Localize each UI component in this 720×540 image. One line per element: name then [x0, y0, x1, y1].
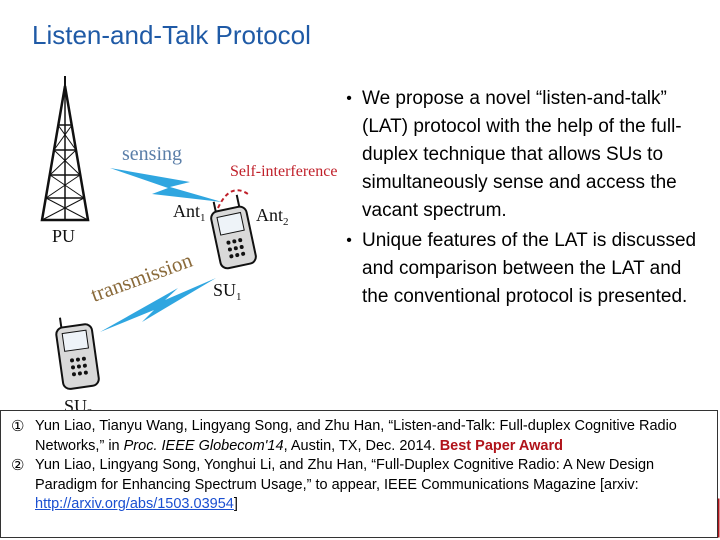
- reference-number: ②: [11, 457, 25, 474]
- sensing-label: sensing: [122, 143, 182, 165]
- bullet-marker: •: [346, 90, 352, 107]
- bullet-item: • We propose a novel “listen-and-talk” (…: [336, 85, 706, 225]
- slide-title: Listen-and-Talk Protocol: [32, 20, 311, 50]
- lat-diagram: sensing Self-interference Ant1 Ant2 PU t…: [40, 76, 337, 415]
- arxiv-link[interactable]: http://arxiv.org/abs/1503.03954: [35, 496, 234, 512]
- references-box: ① Yun Liao, Tianyu Wang, Lingyang Song, …: [0, 410, 718, 538]
- su1-phone-icon: [210, 194, 257, 270]
- su1-label: SU1: [213, 280, 242, 303]
- reference-text: Yun Liao, Tianyu Wang, Lingyang Song, an…: [35, 417, 709, 456]
- reference-item: ② Yun Liao, Lingyang Song, Yonghui Li, a…: [11, 456, 709, 515]
- best-paper-award: Best Paper Award: [439, 437, 563, 454]
- bullet-marker: •: [346, 232, 352, 249]
- transmission-lightning-icon: [100, 278, 216, 332]
- ant2-label: Ant2: [256, 205, 289, 228]
- reference-venue: Proc. IEEE Globecom'14: [123, 437, 284, 454]
- reference-item: ① Yun Liao, Tianyu Wang, Lingyang Song, …: [11, 417, 709, 456]
- bullet-item: • Unique features of the LAT is discusse…: [336, 227, 706, 311]
- su2-phone-icon: [55, 317, 100, 390]
- reference-details: ]: [233, 496, 238, 512]
- bullet-list: • We propose a novel “listen-and-talk” (…: [336, 85, 706, 313]
- sensing-lightning-icon: [110, 168, 222, 202]
- bullet-text: We propose a novel “listen-and-talk” (LA…: [362, 88, 682, 221]
- reference-authors-title: Yun Liao, Tianyu Wang, Lingyang Song, an…: [35, 418, 677, 454]
- self-interference-arrow-icon: [217, 189, 249, 209]
- reference-authors-title: Yun Liao, Lingyang Song, Yonghui Li, and…: [35, 457, 655, 493]
- bullet-text: Unique features of the LAT is discussed …: [362, 230, 697, 307]
- pu-tower-icon: [40, 76, 90, 222]
- ant1-label: Ant1: [173, 201, 206, 224]
- pu-label: PU: [52, 226, 75, 246]
- self-interference-label: Self-interference: [230, 163, 337, 180]
- reference-text: Yun Liao, Lingyang Song, Yonghui Li, and…: [35, 456, 709, 515]
- reference-number: ①: [11, 418, 25, 435]
- reference-details: , Austin, TX, Dec. 2014.: [283, 437, 440, 454]
